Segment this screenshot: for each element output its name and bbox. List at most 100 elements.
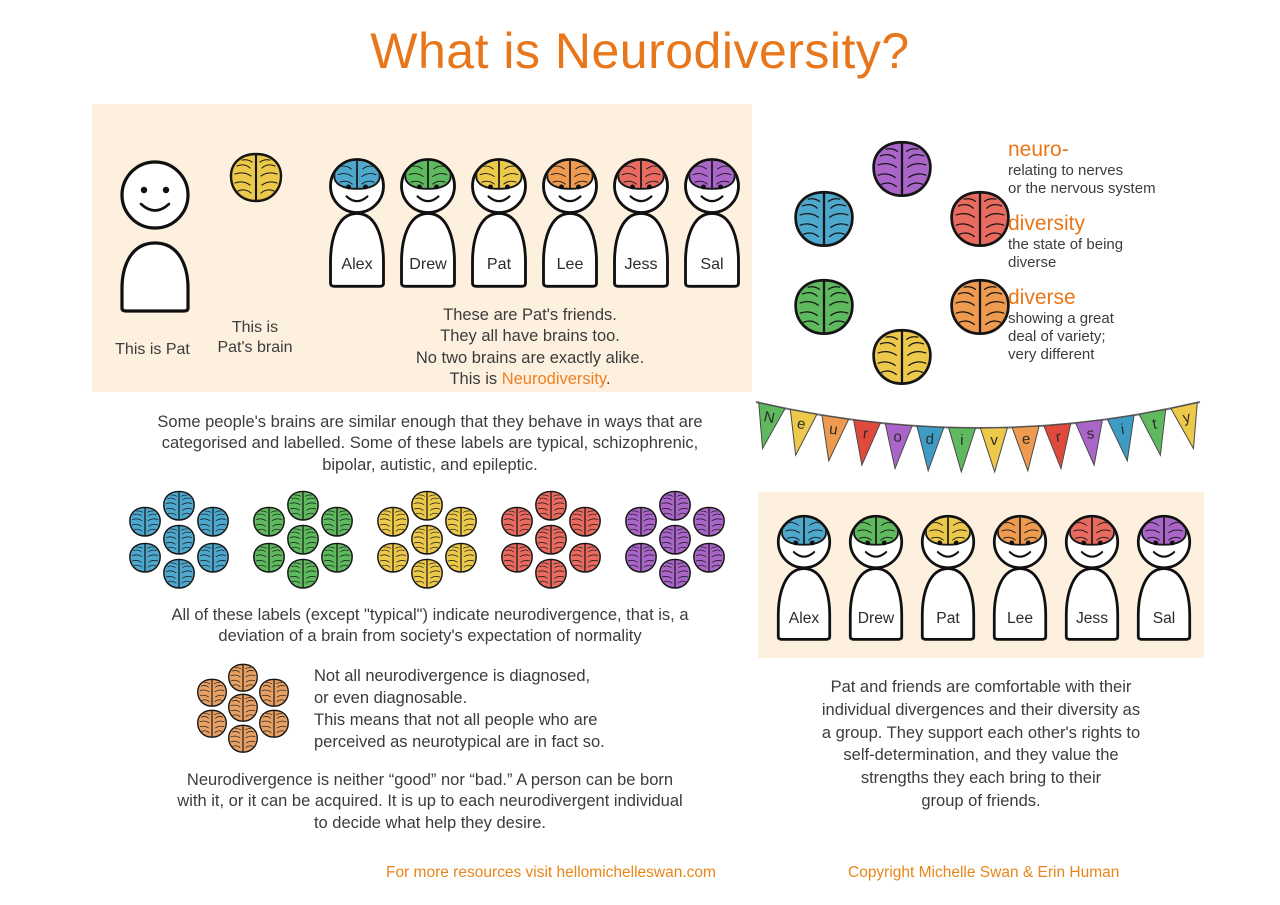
bunting-flag-e: e [789, 408, 818, 457]
cluster-brain [500, 506, 534, 538]
paragraph-divergence-line1: All of these labels (except "typical") i… [171, 606, 689, 624]
bunting-flag-r: r [1043, 423, 1072, 471]
paragraph-divergence-line2: deviation of a brain from society's expe… [218, 627, 642, 646]
bunting-letter: e [1022, 431, 1031, 448]
bunting-flag-s: s [1074, 419, 1104, 467]
cluster-brain [692, 542, 726, 574]
pat-caption: This is Pat [115, 341, 190, 358]
diagnosed-line4: perceived as neurotypical are in fact so… [314, 733, 605, 752]
group-caption: Pat and friends are comfortable with the… [758, 676, 1204, 813]
bunting-letter: s [1086, 425, 1095, 443]
cluster-brain [410, 490, 444, 522]
friends-caption-prefix: This is [449, 370, 502, 389]
cluster-brain [320, 506, 354, 538]
group-caption-line2: individual divergences and their diversi… [821, 700, 1141, 719]
bunting-letter: t [1151, 415, 1159, 433]
person-drew: Drew [393, 150, 463, 292]
svg-text:Lee: Lee [1007, 610, 1033, 627]
cluster-brain [162, 524, 196, 556]
bunting-letter: i [960, 432, 964, 449]
cluster-brain [658, 524, 692, 556]
purple-cluster [624, 490, 728, 590]
friends-caption-line2: They all have brains too. [440, 327, 620, 346]
cluster-brain [534, 490, 568, 522]
page-title: What is Neurodiversity? [370, 23, 910, 79]
friends-caption: These are Pat's friends. They all have b… [330, 305, 730, 391]
bunting-flag-o: o [884, 423, 913, 471]
bunting-letter: v [990, 432, 998, 449]
bunting-flag-r: r [852, 419, 882, 467]
group-person-lee: Lee [986, 506, 1054, 646]
circle-brain-2 [792, 190, 856, 249]
definition-term: diverse [1008, 286, 1076, 310]
definition-text: the state of being diverse [1008, 235, 1124, 271]
group-person-alex: Alex [770, 506, 838, 646]
footer-copyright: Copyright Michelle Swan & Erin Human [848, 864, 1120, 881]
brain-circle-group [770, 138, 1010, 388]
bunting-letter: i [1120, 421, 1126, 438]
bunting-flag-y: y [1170, 402, 1198, 451]
cluster-brain [252, 506, 286, 538]
svg-text:Lee: Lee [557, 255, 584, 273]
paragraph-labels-line1: Some people's brains are similar enough … [157, 413, 703, 431]
group-caption-line4: self-determination, and they value the [843, 746, 1119, 765]
undiagnosed-brain [227, 663, 259, 693]
definitions-list: neuro-relating to nerves or the nervous … [1008, 138, 1208, 379]
svg-text:Sal: Sal [1153, 610, 1176, 627]
group-person-sal: Sal [1130, 506, 1198, 646]
cluster-brain [286, 524, 320, 556]
circle-brain-5 [948, 278, 1012, 337]
bunting-letter: u [828, 421, 839, 439]
paragraph-goodbad: Neurodivergence is neither “good” nor “b… [110, 770, 750, 834]
svg-text:Alex: Alex [341, 255, 372, 273]
paragraph-labels: Some people's brains are similar enough … [110, 412, 750, 476]
group-person-pat: Pat [914, 506, 982, 646]
bunting-letter: d [925, 431, 934, 448]
yellow-cluster [376, 490, 480, 590]
paragraph-labels-line2: categorised and labelled. Some of these … [161, 434, 699, 453]
bunting-flag-N: N [758, 402, 786, 451]
definition-term: diversity [1008, 212, 1086, 236]
green-cluster [252, 490, 356, 590]
cluster-brain [162, 558, 196, 590]
cluster-brain [162, 490, 196, 522]
person-pat [112, 148, 198, 313]
brain-cluster-row [128, 490, 738, 590]
paragraph-goodbad-line3: to decide what help they desire. [313, 813, 547, 832]
cluster-brain [196, 506, 230, 538]
svg-text:Pat: Pat [487, 255, 512, 273]
cluster-brain [658, 490, 692, 522]
cluster-brain [286, 490, 320, 522]
group-caption-line6: group of friends. [921, 791, 1041, 810]
cluster-brain [534, 524, 568, 556]
cluster-brain [568, 506, 602, 538]
red-cluster [500, 490, 604, 590]
cluster-brain [624, 506, 658, 538]
friends-caption-line4: This is Neurodiversity. [330, 369, 730, 390]
group-person-jess: Jess [1058, 506, 1126, 646]
footer-resources-link[interactable]: For more resources visit hellomichellesw… [386, 864, 716, 881]
bunting-flag-v: v [979, 427, 1009, 474]
undiagnosed-brain-cluster [196, 663, 306, 753]
diagnosed-line3: This means that not all people who are [314, 711, 598, 730]
undiagnosed-brain [196, 709, 228, 739]
definition-text: showing a great deal of variety; very di… [1008, 309, 1114, 364]
cluster-brain [128, 506, 162, 538]
svg-text:Alex: Alex [789, 610, 820, 627]
paragraph-labels-line3: bipolar, autistic, and epileptic. [322, 455, 538, 474]
definition-neuro: neuro-relating to nerves or the nervous … [1008, 138, 1208, 198]
person-sal: Sal [677, 150, 747, 292]
undiagnosed-brain [258, 678, 290, 708]
blue-cluster [128, 490, 232, 590]
circle-brain-3 [948, 190, 1012, 249]
friends-caption-line3: No two brains are exactly alike. [415, 348, 645, 367]
cluster-brain [252, 542, 286, 574]
svg-text:Sal: Sal [700, 255, 723, 273]
bunting-flag-e: e [1011, 425, 1040, 473]
bunting-letter: o [893, 428, 903, 446]
cluster-brain [500, 542, 534, 574]
